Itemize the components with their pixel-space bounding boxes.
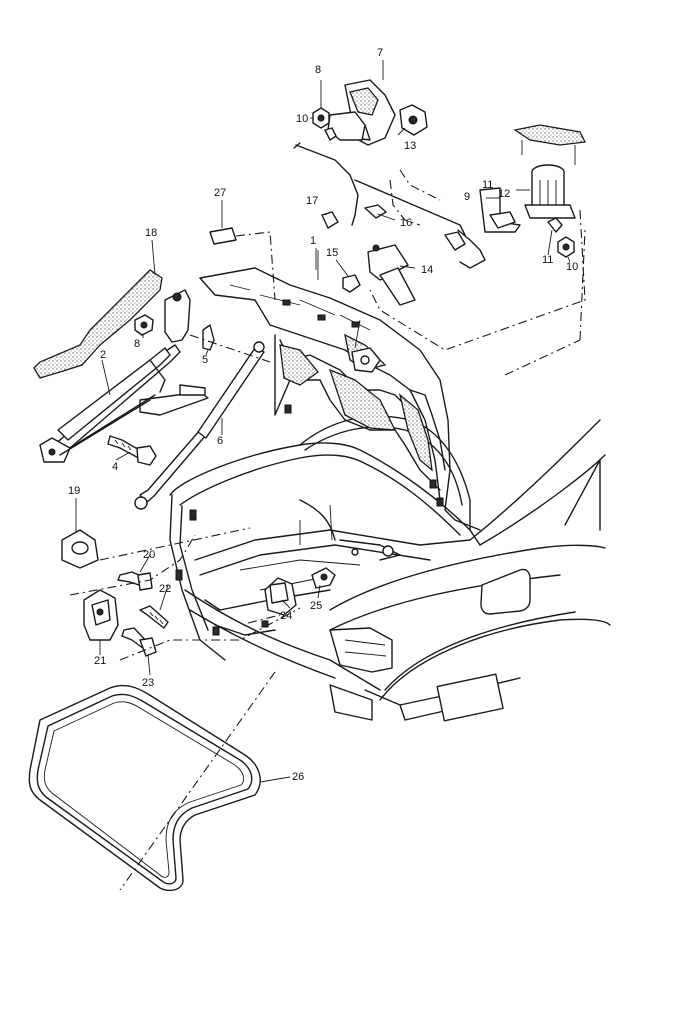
part-17 [321, 211, 339, 229]
reference-lines [69, 169, 586, 891]
small-clip [324, 127, 337, 141]
callout-25: 25 [310, 600, 322, 612]
rosette-part-13 [399, 104, 428, 136]
callout-4: 4 [112, 461, 118, 473]
clip-part-27 [209, 227, 237, 245]
callout-8-left: 8 [134, 338, 140, 350]
callout-13: 13 [404, 140, 416, 152]
bolt-part-20 [117, 571, 153, 591]
callout-labels: 7 8 10 13 27 18 17 1 16 15 14 9 11 12 11… [68, 47, 578, 783]
callout-14: 14 [421, 264, 433, 276]
bolt-part-23 [121, 627, 157, 657]
hinge-cover-part-18 [33, 269, 163, 379]
callout-5: 5 [202, 354, 208, 366]
trunk-lid-part-1 [199, 267, 481, 531]
seal-part-26 [28, 684, 261, 892]
callout-18: 18 [145, 227, 157, 239]
callout-19: 19 [68, 485, 80, 497]
clip-part-5 [202, 324, 215, 351]
callout-15: 15 [326, 247, 338, 259]
bracket-part-9 [479, 187, 521, 233]
callout-20: 20 [143, 549, 155, 561]
leader-lines [75, 60, 571, 783]
top-plate [513, 124, 586, 146]
hinge-assembly-part-2 [39, 289, 209, 463]
buffer-part-19 [61, 529, 99, 569]
actuator-part-12 [524, 164, 576, 219]
callout-10-top: 10 [296, 113, 308, 125]
nut-part-10-right [557, 236, 575, 258]
callout-12: 12 [498, 188, 510, 200]
callout-26: 26 [292, 771, 304, 783]
nut-part-10-top [312, 107, 330, 129]
screw-part-15 [342, 274, 361, 293]
callout-1: 1 [310, 235, 316, 247]
callout-17: 17 [306, 195, 318, 207]
callout-6: 6 [217, 435, 223, 447]
striker-part-21 [83, 589, 119, 641]
callout-2: 2 [100, 349, 106, 361]
bolt-part-22 [139, 605, 169, 629]
callout-22: 22 [159, 583, 171, 595]
callout-9: 9 [464, 191, 470, 203]
callout-27: 27 [214, 187, 226, 199]
lock-rod-part-16 [354, 179, 486, 269]
bolt-part-4 [107, 435, 157, 466]
callout-11-right: 11 [542, 254, 553, 266]
gas-strut-part-6 [134, 341, 265, 510]
callout-16: 16 [400, 217, 412, 229]
car-body [329, 419, 611, 722]
nut-part-11-right [547, 217, 563, 233]
callout-21: 21 [94, 655, 106, 667]
callout-7: 7 [377, 47, 383, 59]
release-cable [295, 144, 359, 226]
callout-11-top: 11 [482, 179, 493, 191]
bracket-part-15 [367, 244, 416, 306]
callout-24: 24 [280, 610, 292, 622]
callout-8-top: 8 [315, 64, 321, 76]
bolt-part-25 [311, 567, 336, 589]
nut-part-8-left [134, 314, 154, 336]
callout-23: 23 [142, 677, 154, 689]
callout-10-right: 10 [566, 261, 578, 273]
